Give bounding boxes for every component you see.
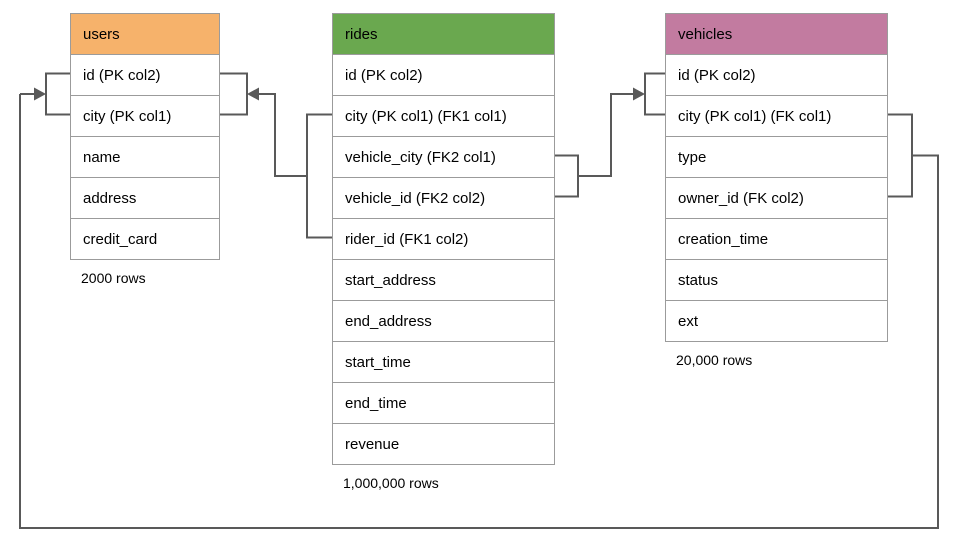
wraparound-line	[19, 94, 939, 529]
table-row: city (PK col1) (FK col1)	[666, 95, 887, 136]
users-left-bracket	[45, 72, 70, 116]
table-row: type	[666, 136, 887, 177]
table-row: id (PK col2)	[666, 54, 887, 95]
table-row: vehicle_city (FK2 col1)	[333, 136, 554, 177]
users-right-bracket	[220, 72, 248, 116]
table-row: creation_time	[666, 218, 887, 259]
table-row: rider_id (FK1 col2)	[333, 218, 554, 259]
table-users: users id (PK col2) city (PK col1) name a…	[70, 13, 220, 286]
table-row: status	[666, 259, 887, 300]
fk-rides-rider-to-users-connector	[220, 72, 332, 239]
table-row: credit_card	[71, 218, 219, 259]
table-rides-header: rides	[333, 14, 554, 54]
rides-left-bracket	[306, 113, 332, 239]
table-row: revenue	[333, 423, 554, 464]
fk-rides-vehicle-to-vehicles-connector	[555, 72, 665, 198]
arrowhead-into-vehicles-left-icon	[633, 87, 645, 101]
table-vehicles-header: vehicles	[666, 14, 887, 54]
arrowhead-into-users-right-icon	[247, 87, 259, 101]
table-row: address	[71, 177, 219, 218]
table-row: start_time	[333, 341, 554, 382]
table-vehicles: vehicles id (PK col2) city (PK col1) (FK…	[665, 13, 888, 368]
table-row: vehicle_id (FK2 col2)	[333, 177, 554, 218]
vehicles-right-bracket	[888, 113, 913, 198]
table-row: owner_id (FK col2)	[666, 177, 887, 218]
table-rides: rides id (PK col2) city (PK col1) (FK1 c…	[332, 13, 555, 491]
table-row: end_time	[333, 382, 554, 423]
table-row: id (PK col2)	[333, 54, 554, 95]
table-row: city (PK col1)	[71, 95, 219, 136]
arrowhead-into-users-left-icon	[34, 87, 46, 101]
table-vehicles-rowcount: 20,000 rows	[676, 352, 753, 368]
fk-vehicles-owner-to-users-connector	[19, 72, 939, 529]
table-row: id (PK col2)	[71, 54, 219, 95]
rides-right-bracket	[555, 154, 579, 198]
table-row: name	[71, 136, 219, 177]
vehicles-left-bracket	[644, 72, 665, 116]
table-row: city (PK col1) (FK1 col1)	[333, 95, 554, 136]
table-row: end_address	[333, 300, 554, 341]
table-row: ext	[666, 300, 887, 341]
table-users-header: users	[71, 14, 219, 54]
table-rides-rowcount: 1,000,000 rows	[343, 475, 439, 491]
table-users-rowcount: 2000 rows	[81, 270, 146, 286]
table-row: start_address	[333, 259, 554, 300]
